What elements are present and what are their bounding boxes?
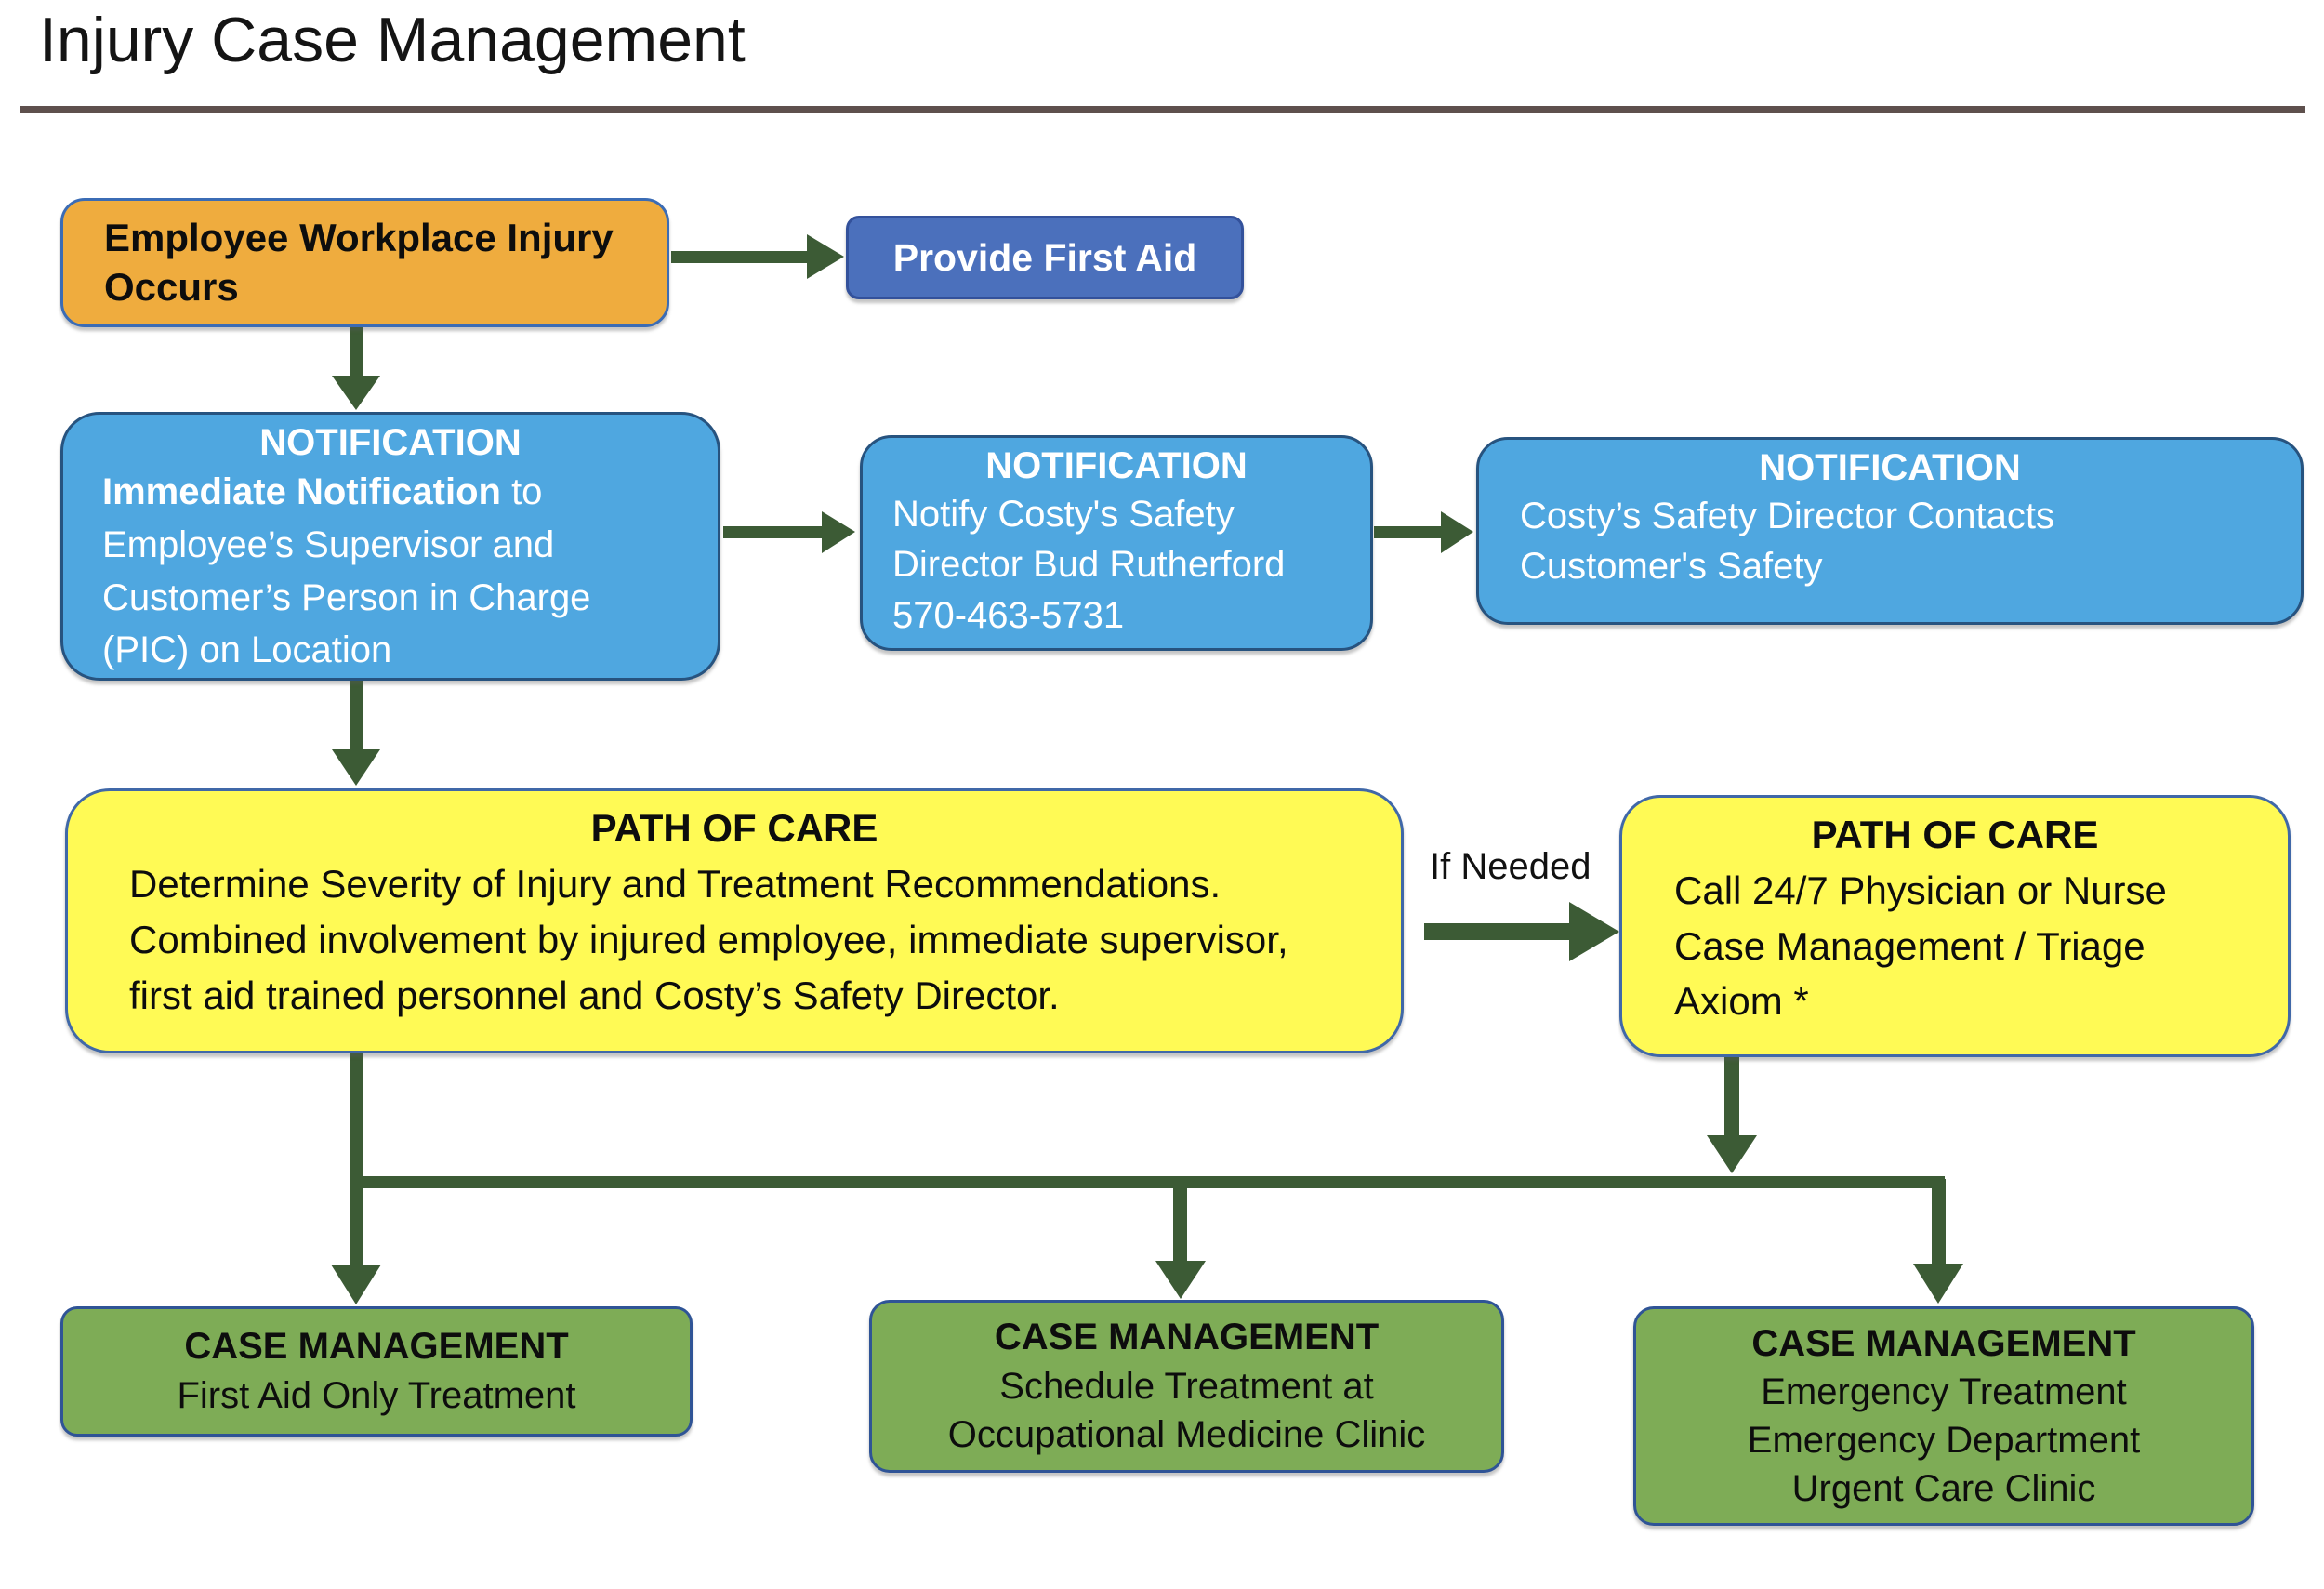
- node-notification-safety-director: NOTIFICATION Notify Costy's Safety Direc…: [860, 435, 1373, 651]
- arrow-notification1-to-notification2: [723, 511, 855, 553]
- case-first-aid-heading: CASE MANAGEMENT: [184, 1326, 569, 1368]
- path-of-care-main-heading: PATH OF CARE: [590, 806, 878, 850]
- path-of-care-triage-heading: PATH OF CARE: [1811, 813, 2099, 856]
- notification1-body: Immediate Notification to Employee’s Sup…: [63, 466, 718, 677]
- path-of-care-main-body: Determine Severity of Injury and Treatme…: [68, 856, 1401, 1024]
- notification1-line3: Customer’s Person in Charge: [102, 576, 591, 618]
- arrow-injury-to-notification1: [332, 327, 380, 410]
- node-notification-supervisor: NOTIFICATION Immediate Notification to E…: [60, 412, 720, 681]
- path-of-care-main-line3: first aid trained personnel and Costy’s …: [129, 973, 1060, 1018]
- page-title: Injury Case Management: [39, 5, 746, 75]
- node-injury-occurs: Employee Workplace Injury Occurs: [60, 198, 669, 327]
- node-provide-first-aid: Provide First Aid: [846, 216, 1244, 299]
- notification3-body: Costy’s Safety Director Contacts Custome…: [1479, 491, 2301, 592]
- notification1-heading: NOTIFICATION: [259, 422, 522, 463]
- path-of-care-main-line2: Combined involvement by injured employee…: [129, 918, 1288, 962]
- case-clinic-heading: CASE MANAGEMENT: [994, 1316, 1380, 1357]
- node-path-of-care-triage: PATH OF CARE Call 24/7 Physician or Nurs…: [1619, 795, 2291, 1057]
- arrow-injury-to-first-aid: [671, 234, 844, 279]
- notification2-line3: 570-463-5731: [892, 594, 1125, 636]
- case-emergency-line1: Emergency Treatment: [1761, 1371, 2127, 1412]
- node-case-first-aid-only: CASE MANAGEMENT First Aid Only Treatment: [60, 1306, 693, 1437]
- notification3-heading: NOTIFICATION: [1759, 447, 2021, 488]
- node-case-emergency: CASE MANAGEMENT Emergency Treatment Emer…: [1633, 1306, 2254, 1526]
- notification2-body: Notify Costy's Safety Director Bud Ruthe…: [863, 489, 1370, 641]
- node-injury-line2: Occurs: [104, 264, 239, 309]
- path-of-care-triage-line3: Axiom *: [1674, 979, 1809, 1024]
- if-needed-label: If Needed: [1430, 846, 1591, 887]
- node-case-occupational-clinic: CASE MANAGEMENT Schedule Treatment at Oc…: [869, 1300, 1504, 1473]
- case-emergency-heading: CASE MANAGEMENT: [1751, 1323, 2136, 1364]
- path-of-care-triage-line1: Call 24/7 Physician or Nurse: [1674, 868, 2167, 912]
- case-emergency-line2: Emergency Department: [1747, 1420, 2141, 1461]
- path-of-care-triage-line2: Case Management / Triage: [1674, 923, 2146, 968]
- case-emergency-line3: Urgent Care Clinic: [1791, 1468, 2096, 1509]
- notification2-heading: NOTIFICATION: [985, 445, 1248, 486]
- path-of-care-triage-body: Call 24/7 Physician or Nurse Case Manage…: [1622, 863, 2288, 1029]
- case-clinic-line1: Schedule Treatment at: [999, 1365, 1374, 1407]
- notification1-line4: (PIC) on Location: [102, 629, 392, 671]
- notification1-line2: Employee’s Supervisor and: [102, 523, 555, 565]
- title-divider: [20, 106, 2305, 113]
- notification3-line1: Costy’s Safety Director Contacts: [1520, 496, 2055, 536]
- node-notification-customer-safety: NOTIFICATION Costy’s Safety Director Con…: [1476, 437, 2304, 625]
- notification2-line2: Director Bud Rutherford: [892, 544, 1286, 586]
- node-injury-line1: Employee Workplace Injury: [104, 216, 614, 260]
- case-first-aid-line1: First Aid Only Treatment: [177, 1375, 576, 1416]
- path-of-care-main-line1: Determine Severity of Injury and Treatme…: [129, 862, 1221, 906]
- case-clinic-line2: Occupational Medicine Clinic: [947, 1414, 1426, 1456]
- arrow-if-needed: [1424, 902, 1619, 961]
- arrow-triage-to-branch-line: [1707, 1055, 1757, 1173]
- branch-line: [331, 1052, 1963, 1304]
- node-path-of-care-main: PATH OF CARE Determine Severity of Injur…: [65, 788, 1404, 1053]
- arrow-notification2-to-notification3: [1374, 511, 1473, 553]
- provide-first-aid-label: Provide First Aid: [892, 235, 1197, 279]
- notification2-line1: Notify Costy's Safety: [892, 494, 1235, 535]
- notification3-line2: Customer's Safety: [1520, 546, 1823, 588]
- arrow-notification1-to-path-of-care: [332, 679, 380, 786]
- notification1-line1: Immediate Notification to: [102, 471, 543, 512]
